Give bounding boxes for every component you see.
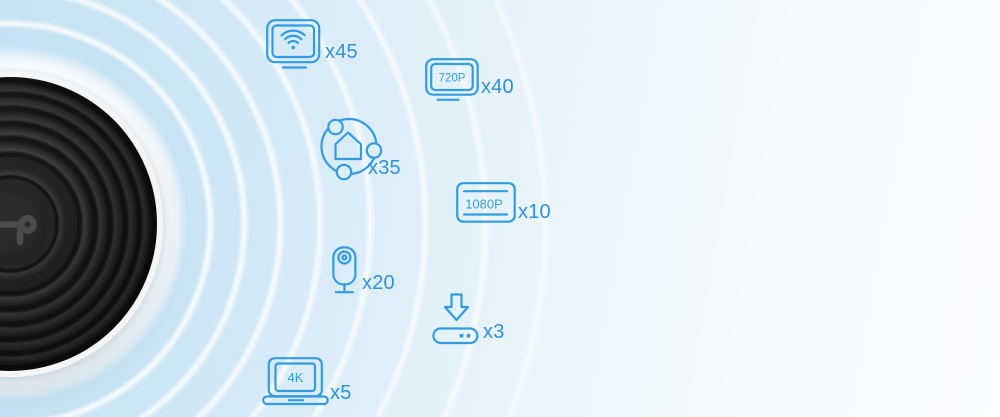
router-device: [0, 71, 163, 377]
count-label: x35: [368, 157, 401, 179]
monitor-720p-icon: 720P: [425, 58, 479, 101]
laptop-4k-icon: 4K: [262, 357, 329, 406]
screen-resolution-text: 720P: [439, 73, 466, 85]
count-label: x3: [483, 321, 505, 343]
display-1080p-icon: 1080P: [456, 182, 516, 223]
tv-wifi-icon: [266, 19, 321, 69]
tp-link-logo: [0, 215, 37, 246]
count-label: x20: [362, 272, 395, 294]
count-label: x45: [325, 41, 358, 63]
count-label: x5: [330, 382, 352, 404]
count-label: x10: [518, 201, 551, 223]
camera-icon: [332, 246, 357, 294]
smart-home-icon: [320, 117, 383, 181]
download-box-icon: [432, 293, 479, 345]
count-label: x40: [481, 76, 514, 98]
screen-resolution-text: 1080P: [465, 197, 503, 212]
screen-resolution-text: 4K: [288, 370, 304, 385]
